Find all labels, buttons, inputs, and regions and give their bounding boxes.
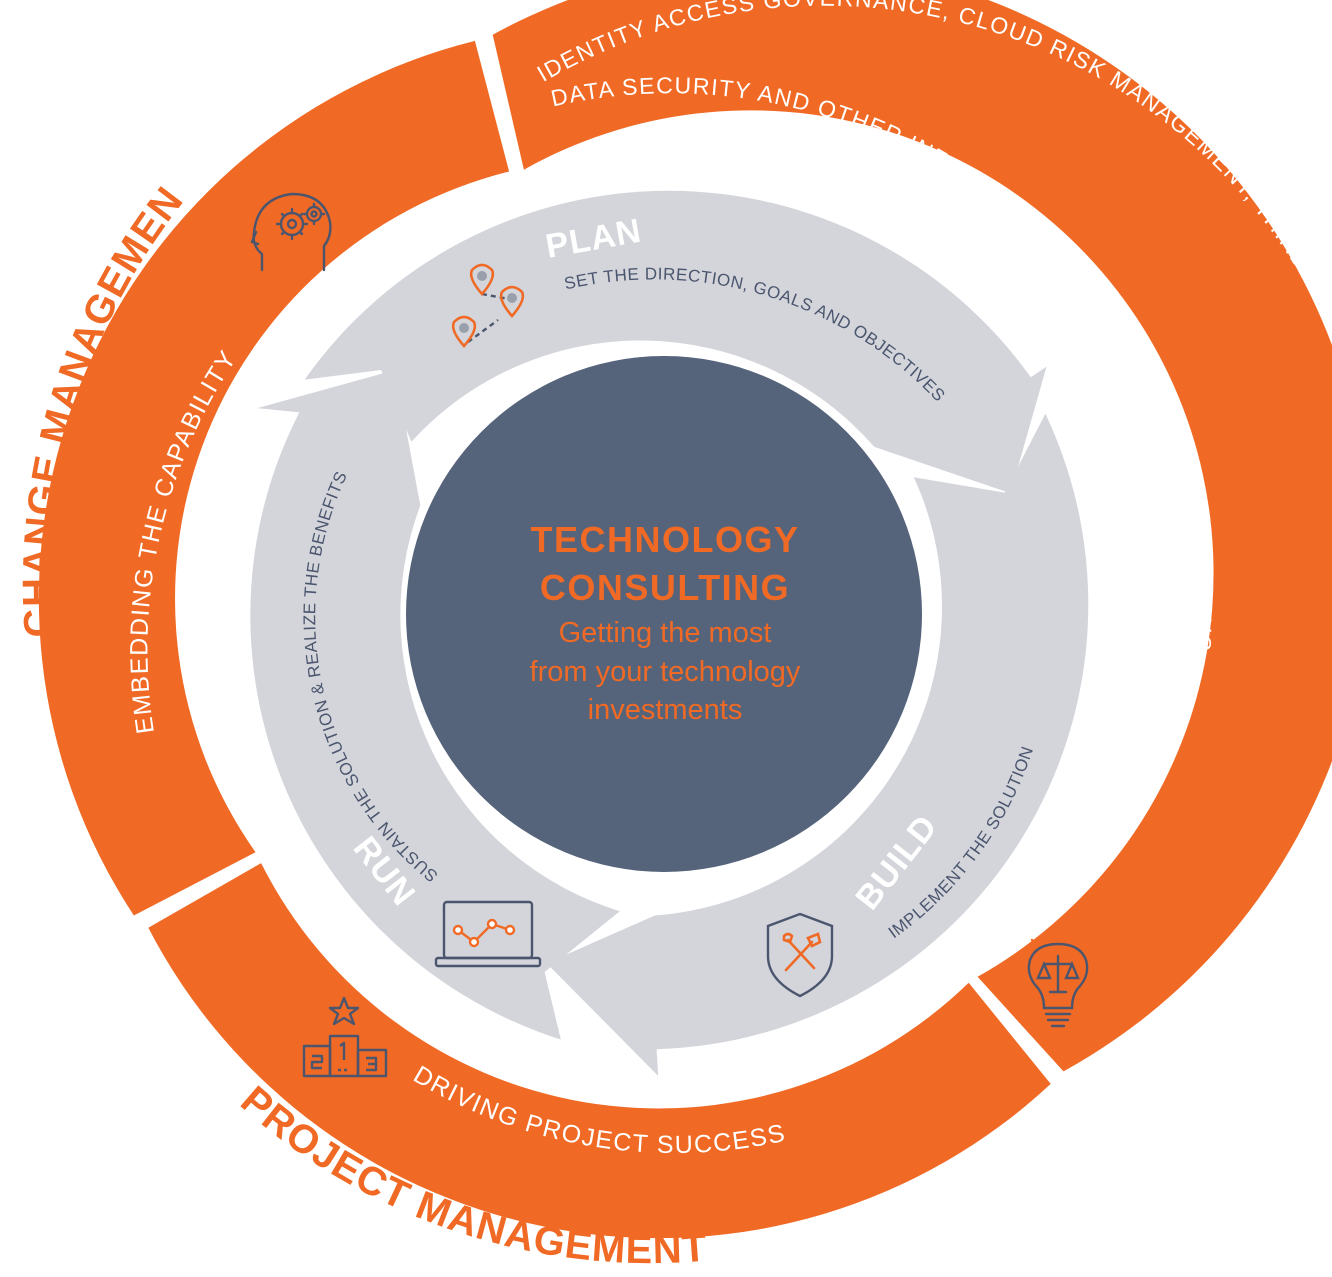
shield-tools-icon <box>766 912 834 998</box>
lightbulb-scales-icon <box>1018 928 1098 1028</box>
core-title-line1: TECHNOLOGY <box>530 519 799 560</box>
core-subtitle-line2: from your technology <box>530 656 801 688</box>
segment-subject-matter <box>492 0 1332 1072</box>
core-subtitle-line3: investments <box>588 694 743 726</box>
segment-change-management <box>38 40 510 916</box>
core-subtitle-line1: Getting the most <box>559 617 772 649</box>
core-circle <box>406 356 922 872</box>
arrow-build <box>546 413 1089 1076</box>
laptop-chart-icon <box>434 900 542 968</box>
outer-ring <box>38 0 1332 1239</box>
core-title-line2: CONSULTING <box>540 567 790 608</box>
segment-project-management <box>148 863 1051 1239</box>
arrow-plan <box>304 190 1047 494</box>
core-text: TECHNOLOGY CONSULTING Getting the most f… <box>530 519 801 726</box>
map-pins-icon <box>451 263 525 348</box>
podium-star-icon <box>302 996 388 1078</box>
head-gears-icon <box>250 192 332 272</box>
cycle-arrows <box>250 190 1089 1076</box>
arrow-run <box>250 370 620 1040</box>
